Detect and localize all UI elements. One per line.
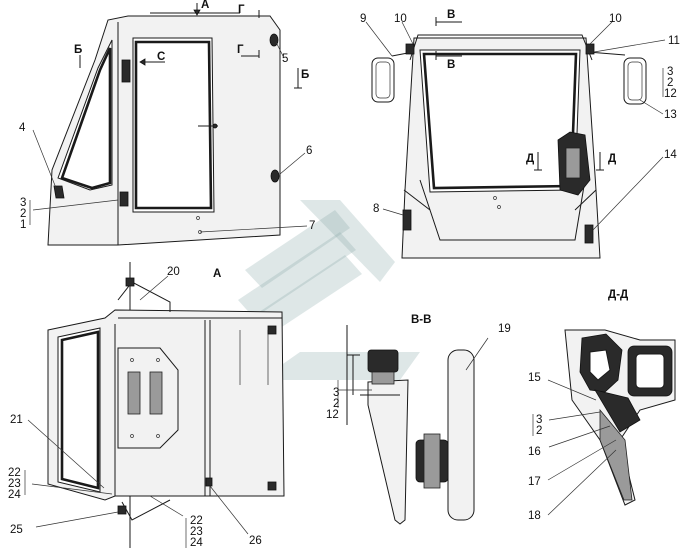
label-18: 18 (528, 510, 541, 522)
view3-leaders (24, 275, 249, 548)
cab-top-view-A (47, 262, 285, 548)
label-15: 15 (528, 372, 541, 384)
label-bv2: 2 (333, 398, 339, 410)
label-6: 6 (306, 145, 312, 157)
mark-V1: В (447, 9, 455, 21)
label-22b: 22 (190, 515, 203, 527)
mark-D1: Д (526, 153, 534, 165)
label-3b: 3 (667, 66, 673, 78)
label-2b: 2 (667, 77, 673, 89)
label-9: 9 (360, 13, 366, 25)
label-10a: 10 (394, 13, 407, 25)
mark-G2: Г (237, 44, 244, 56)
label-13: 13 (664, 109, 677, 121)
section-DD (532, 329, 676, 516)
label-bv3: 3 (333, 387, 339, 399)
section-title-VV: В-В (411, 314, 431, 326)
mark-B1: Б (74, 44, 82, 56)
view1-leaders (29, 41, 308, 233)
label-25: 25 (10, 524, 23, 536)
handrail-19 (415, 337, 489, 521)
label-19: 19 (498, 323, 511, 335)
label-14: 14 (664, 149, 677, 161)
cab-side-view (47, 12, 281, 246)
label-23a: 23 (8, 478, 21, 490)
label-17: 17 (528, 476, 541, 488)
label-3: 3 (20, 197, 26, 209)
mark-V2: В (447, 59, 455, 71)
label-2: 2 (20, 208, 26, 220)
label-16: 16 (528, 446, 541, 458)
label-4: 4 (19, 122, 26, 134)
label-bv12: 12 (326, 409, 339, 421)
label-dd2: 2 (536, 425, 542, 437)
section-title-DD: Д-Д (608, 289, 628, 301)
label-24a: 24 (8, 489, 21, 501)
mark-A-view: A (213, 268, 221, 280)
view2-section-marks: В В Д Д (435, 9, 616, 171)
mark-G1: Г (238, 4, 245, 16)
label-12: 12 (664, 88, 677, 100)
view1-section-marks: A Г Г Б Б C (74, 0, 309, 89)
section-VV (337, 325, 409, 525)
label-26: 26 (249, 535, 262, 547)
label-10b: 10 (609, 13, 622, 25)
mark-B2: Б (301, 69, 309, 81)
mark-D2: Д (608, 153, 616, 165)
label-24b: 24 (190, 537, 203, 549)
cab-rear-view (371, 34, 647, 259)
mark-C: C (157, 51, 165, 63)
label-20: 20 (167, 266, 180, 278)
label-21: 21 (10, 414, 23, 426)
label-1: 1 (20, 219, 26, 231)
label-5: 5 (282, 53, 288, 65)
view2-leaders (365, 21, 666, 231)
label-dd3: 3 (536, 414, 542, 426)
label-23b: 23 (190, 526, 203, 538)
label-11: 11 (668, 35, 680, 47)
label-22a: 22 (8, 467, 21, 479)
label-8: 8 (373, 203, 379, 215)
mark-A-top: A (201, 0, 209, 11)
label-7: 7 (309, 220, 315, 232)
